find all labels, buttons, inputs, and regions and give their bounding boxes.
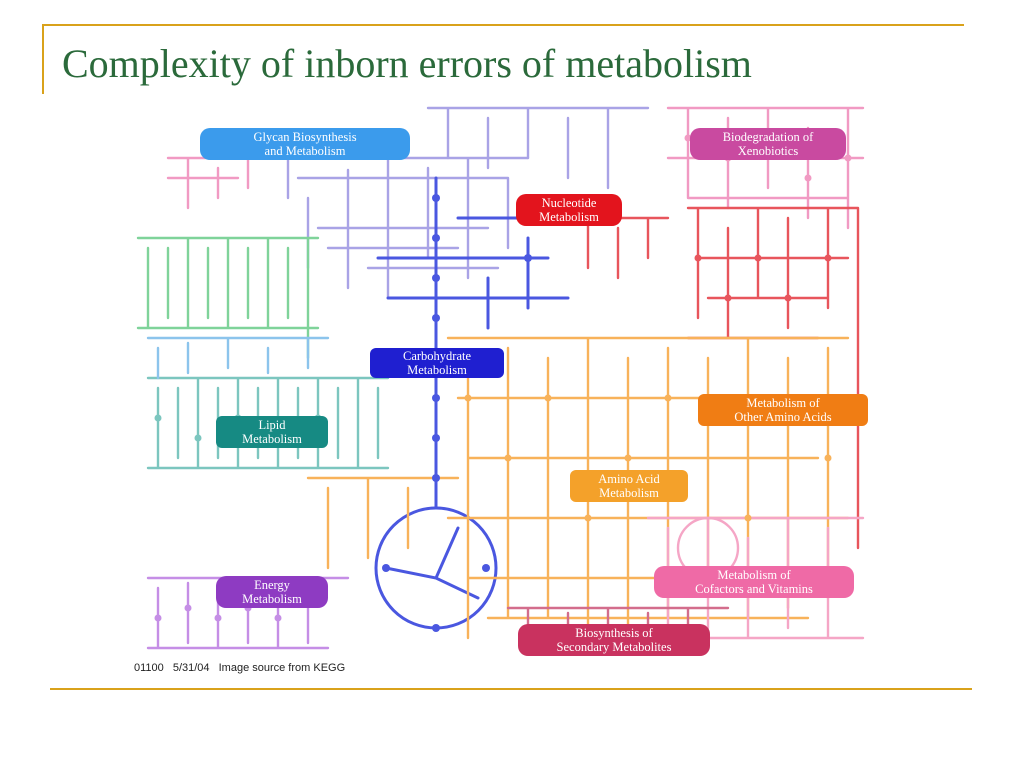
label-amino: Amino Acid Metabolism	[570, 470, 688, 502]
metabolic-pathway-map: Glycan Biosynthesis and Metabolism Biode…	[136, 106, 868, 656]
label-lipid-line2: Metabolism	[242, 432, 302, 446]
label-xenobiotics-line2: Xenobiotics	[738, 144, 799, 158]
map-id: 01100	[134, 662, 164, 674]
label-lipid-line1: Lipid	[258, 418, 286, 432]
label-glycan-line1: Glycan Biosynthesis	[253, 130, 356, 144]
label-amino-line2: Metabolism	[599, 486, 659, 500]
label-glycan: Glycan Biosynthesis and Metabolism	[200, 128, 410, 160]
label-secondary-line2: Secondary Metabolites	[557, 640, 672, 654]
label-nucleotide: Nucleotide Metabolism	[516, 194, 622, 226]
label-secondary: Biosynthesis of Secondary Metabolites	[518, 624, 710, 656]
image-source: Image source from KEGG	[218, 662, 346, 674]
bottom-rule	[50, 688, 972, 690]
label-carbohydrate-line1: Carbohydrate	[403, 349, 471, 363]
label-amino-line1: Amino Acid	[598, 472, 660, 486]
map-date: 5/31/04	[172, 662, 210, 674]
label-carbohydrate: Carbohydrate Metabolism	[370, 348, 504, 378]
label-cofactors-line2: Cofactors and Vitamins	[695, 582, 813, 596]
label-other-amino-line2: Other Amino Acids	[734, 410, 831, 424]
slide-title: Complexity of inborn errors of metabolis…	[62, 41, 752, 86]
label-energy: Energy Metabolism	[216, 576, 328, 608]
label-other-amino: Metabolism of Other Amino Acids	[698, 394, 868, 426]
label-secondary-line1: Biosynthesis of	[575, 626, 653, 640]
label-nucleotide-line1: Nucleotide	[542, 196, 597, 210]
label-cofactors-line1: Metabolism of	[717, 568, 791, 582]
label-cofactors: Metabolism of Cofactors and Vitamins	[654, 566, 854, 598]
label-xenobiotics-line1: Biodegradation of	[723, 130, 814, 144]
left-accent-bar	[42, 24, 44, 94]
label-lipid: Lipid Metabolism	[216, 416, 328, 448]
top-rule	[42, 24, 964, 26]
label-energy-line2: Metabolism	[242, 592, 302, 606]
image-caption: 01100 5/31/04 Image source from KEGG	[134, 662, 351, 674]
label-nucleotide-line2: Metabolism	[539, 210, 599, 224]
label-energy-line1: Energy	[254, 578, 291, 592]
label-xenobiotics: Biodegradation of Xenobiotics	[690, 128, 846, 160]
label-other-amino-line1: Metabolism of	[746, 396, 820, 410]
label-carbohydrate-line2: Metabolism	[407, 363, 467, 377]
label-glycan-line2: and Metabolism	[265, 144, 346, 158]
